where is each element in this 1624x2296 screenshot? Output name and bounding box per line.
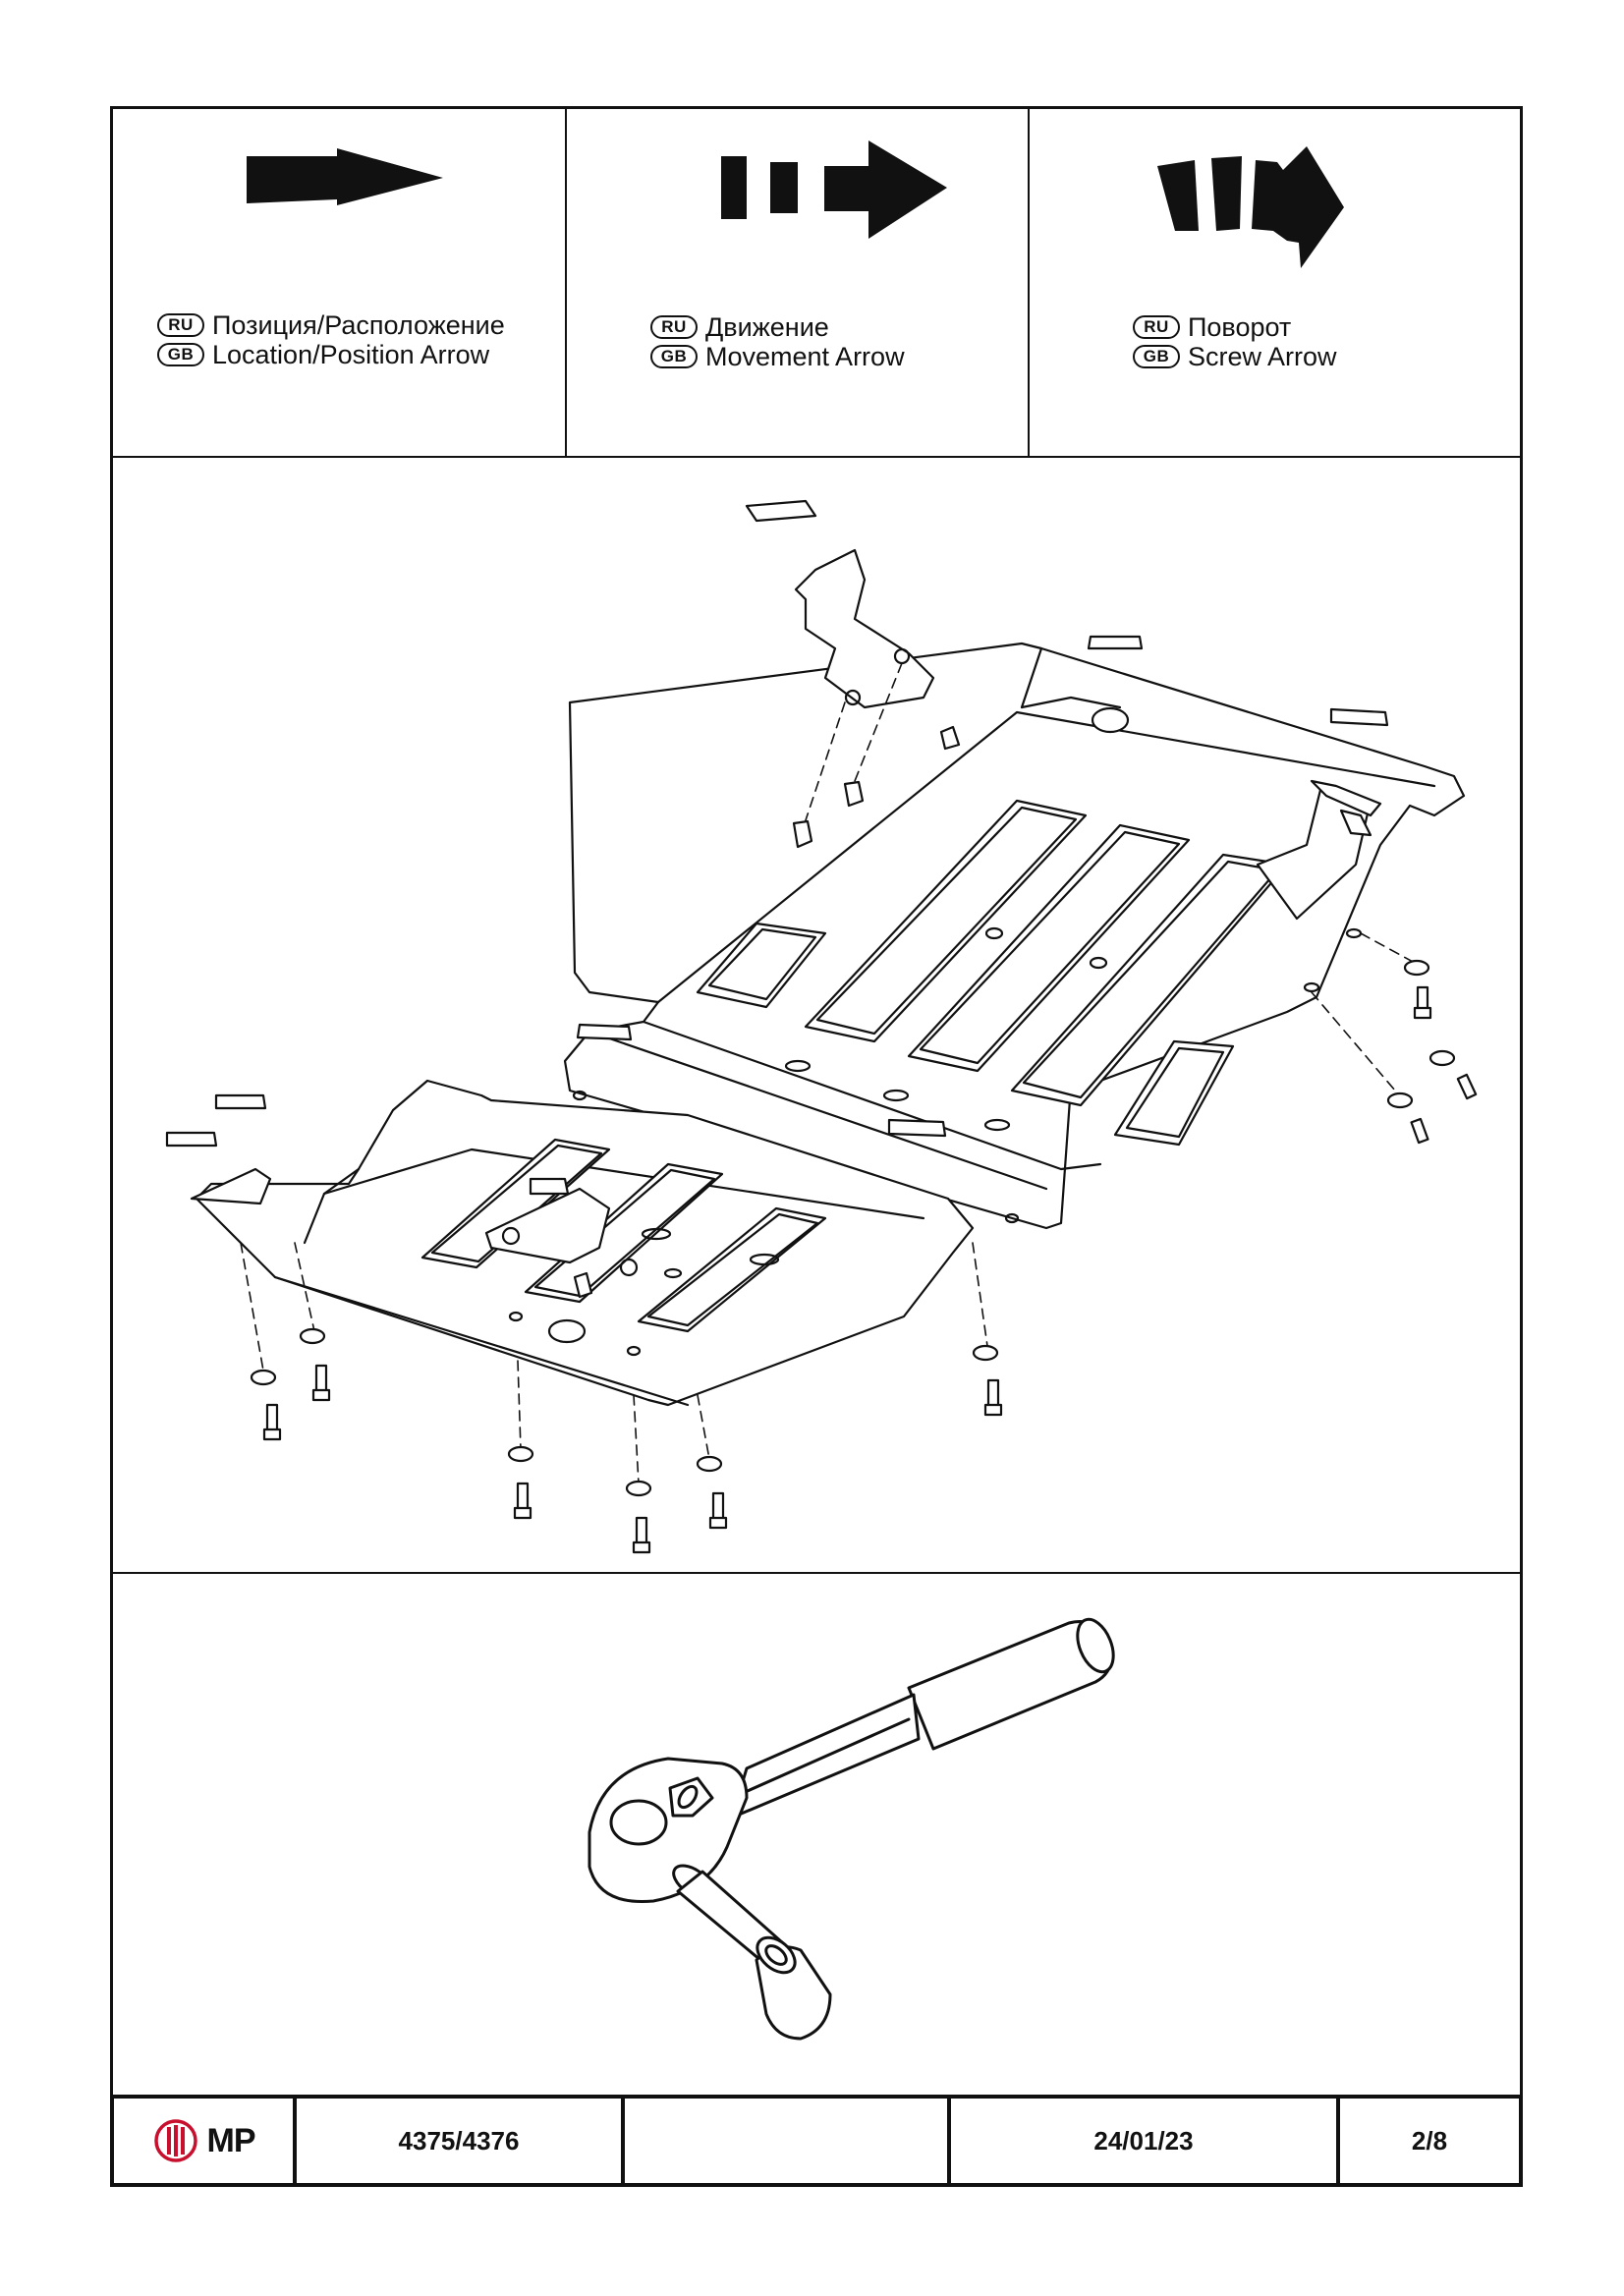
legend-gb-text: Screw Arrow xyxy=(1188,342,1337,371)
legend-divider xyxy=(110,456,1523,458)
ru-badge: RU xyxy=(1133,315,1180,339)
bolt xyxy=(507,1445,534,1520)
gb-badge: GB xyxy=(650,345,698,368)
screw-arrow-icon xyxy=(1157,146,1344,268)
bolt xyxy=(972,1344,1003,1417)
date: 24/01/23 xyxy=(951,2099,1340,2183)
bolt xyxy=(250,1369,282,1441)
legend-ru-text: Поворот xyxy=(1188,312,1292,342)
bolt xyxy=(939,725,961,751)
legend-position: RU Позиция/Расположение GB Location/Posi… xyxy=(113,109,565,457)
ru-badge: RU xyxy=(650,315,698,339)
top-mounting-bracket xyxy=(576,499,1389,1041)
drawing-divider xyxy=(110,1572,1523,1574)
ratchet-wrench-icon xyxy=(588,1617,1115,2041)
gb-badge: GB xyxy=(1133,345,1180,368)
bolt xyxy=(573,1271,593,1299)
logo-emblem-icon xyxy=(153,2119,197,2162)
logo-text: MP xyxy=(206,2121,256,2159)
legend-movement: RU Движение GB Movement Arrow xyxy=(567,109,1028,457)
legend-ru-row: RU Движение xyxy=(650,312,829,342)
ru-badge: RU xyxy=(157,313,204,337)
bolt xyxy=(625,1480,652,1554)
bolt xyxy=(299,1327,331,1402)
front-skid-plate xyxy=(165,1079,975,1407)
bolt xyxy=(792,819,813,849)
ratchet-handle xyxy=(730,1617,1115,1820)
part-number: 4375/4376 xyxy=(297,2099,625,2183)
logo-cell: MP xyxy=(114,2099,297,2183)
bolt xyxy=(696,1455,728,1530)
bolt xyxy=(1428,1049,1478,1100)
gb-badge: GB xyxy=(157,343,204,366)
bolt xyxy=(1403,959,1432,1020)
legend-col-divider-1 xyxy=(565,106,567,457)
movement-arrow-icon xyxy=(721,140,947,239)
legend-ru-text: Позиция/Расположение xyxy=(212,310,505,340)
legend-ru-row: RU Поворот xyxy=(1133,312,1291,342)
legend-gb-text: Location/Position Arrow xyxy=(212,340,490,369)
bolt xyxy=(843,780,865,808)
legend-gb-text: Movement Arrow xyxy=(705,342,905,371)
legend-gb-row: GB Screw Arrow xyxy=(1133,342,1337,371)
bolt xyxy=(1386,1092,1429,1145)
socket-extension xyxy=(672,1864,832,2041)
legend-ru-row: RU Позиция/Расположение xyxy=(157,310,505,340)
rear-skid-plate xyxy=(563,642,1466,1230)
ratchet-head xyxy=(588,1757,749,1904)
legend-gb-row: GB Movement Arrow xyxy=(650,342,905,371)
title-block: MP 4375/4376 24/01/23 2/8 xyxy=(110,2095,1523,2187)
legend-col-divider-2 xyxy=(1028,106,1030,457)
logo: MP xyxy=(152,2117,256,2164)
legend-gb-row: GB Location/Position Arrow xyxy=(157,340,489,369)
position-arrow-icon xyxy=(247,148,443,205)
fastener-leaders xyxy=(240,662,1416,1484)
legend-ru-text: Движение xyxy=(705,312,829,342)
legend-screw: RU Поворот GB Screw Arrow xyxy=(1030,109,1521,457)
blank-field xyxy=(625,2099,951,2183)
page-number: 2/8 xyxy=(1411,2125,1448,2156)
skid-plate-assembly-diagram xyxy=(165,499,1478,1554)
bolt-set xyxy=(250,725,1478,1554)
